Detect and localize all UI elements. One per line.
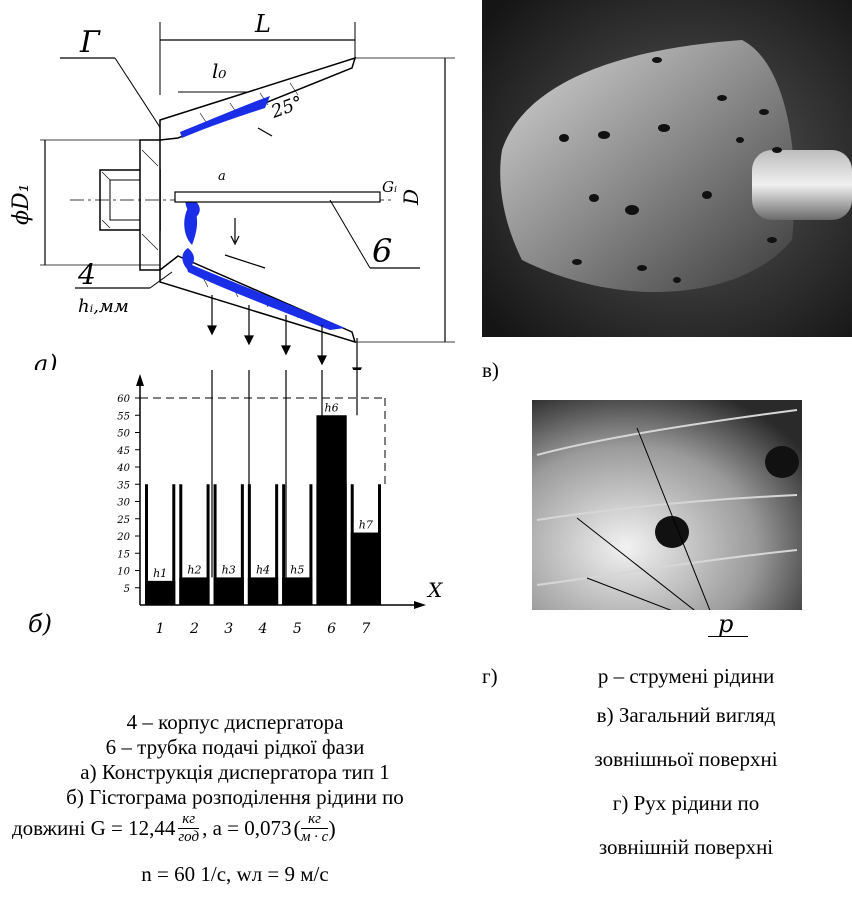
bar-label: h5 — [290, 563, 304, 576]
bar — [316, 415, 347, 605]
bar-wall-right — [275, 484, 279, 605]
caption-line-5a: довжині G = 12,44 — [12, 816, 176, 840]
bar-wall-right — [206, 484, 210, 605]
fraction-kg-per-hour: кг год — [178, 811, 200, 845]
label-hi: hᵢ,мм — [78, 296, 129, 317]
x-tick-label: 5 — [293, 621, 302, 637]
caption-right-2: зовнішньої поверхні — [594, 747, 778, 771]
y-tick-label: 25 — [116, 515, 130, 526]
label-D1: ϕD₁ — [9, 184, 34, 225]
bar-wall-right — [240, 484, 244, 605]
bar-wall-left — [179, 484, 183, 605]
bar-label: h6 — [325, 401, 339, 414]
fraction-kg-per-ms: кг м · с — [300, 811, 329, 845]
bar-label: h7 — [359, 519, 373, 532]
y-tick-label: 55 — [117, 411, 130, 422]
caption-line-5b: , a = 0,073 — [202, 816, 292, 840]
y-tick-label: 35 — [117, 480, 130, 491]
bar-wall-left — [145, 484, 148, 605]
x-tick-label: 2 — [189, 621, 199, 637]
bar-label: h4 — [256, 563, 270, 576]
y-tick-label: 15 — [117, 549, 130, 560]
y-axis-arrow — [136, 374, 144, 386]
y-tick-label: 45 — [116, 446, 130, 457]
x-tick-label: 7 — [361, 621, 370, 637]
y-tick-label: 5 — [124, 584, 130, 595]
bar — [213, 577, 244, 605]
bar — [145, 580, 176, 605]
x-axis-label: X — [426, 578, 443, 602]
label-4: 4 — [77, 258, 96, 291]
disperser-drawing: L Г l₀ Gᵢ a — [9, 10, 455, 370]
label-p-underline — [708, 636, 748, 637]
x-tick-label: 1 — [156, 621, 165, 637]
label-alpha: a — [218, 169, 226, 184]
bar-label: h3 — [222, 563, 236, 576]
bar — [179, 577, 210, 605]
bar-label: h2 — [187, 563, 201, 576]
bar-wall-left — [282, 484, 286, 605]
liquid-film-lower — [185, 262, 345, 330]
x-tick-label: 3 — [224, 621, 233, 637]
y-tick-label: 10 — [117, 567, 130, 578]
x-tick-label: 6 — [327, 621, 336, 637]
caption-right-4: зовнішній поверхні — [598, 835, 774, 859]
caption-line-6: n = 60 1/с, wл = 9 м/с — [141, 862, 329, 886]
bar — [282, 577, 313, 605]
bar-wall-right — [309, 484, 313, 605]
bar-label: h1 — [153, 567, 167, 580]
caption-g-label: г) — [482, 664, 498, 688]
caption-right-1: в) Загальний вигляд — [596, 703, 776, 727]
x-axis-arrow — [414, 601, 426, 609]
label-Gi: Gᵢ — [382, 178, 397, 196]
photo-disperser-view — [482, 0, 852, 337]
panel-b-label: б) — [28, 610, 52, 638]
bar — [247, 577, 279, 605]
label-G-letter: Г — [79, 25, 101, 60]
caption-line-4: б) Гістограма розподілення рідини по — [66, 785, 404, 809]
panel-a-label: а) — [34, 350, 58, 370]
y-tick-label: 40 — [116, 463, 130, 474]
y-tick-label: 50 — [117, 429, 130, 440]
label-l0: l₀ — [212, 59, 226, 83]
caption-right-3: г) Рух рідини по — [612, 791, 760, 815]
photo-liquid-streams — [532, 400, 802, 610]
caption-line-2: 6 – трубка подачі рідкої фази — [105, 735, 365, 759]
label-6: 6 — [372, 232, 392, 270]
caption-p-legend: р – струмені рідини — [597, 664, 775, 688]
x-tick-label: 4 — [258, 621, 268, 637]
panel-v-label: в) — [482, 358, 499, 382]
y-tick-label: 20 — [116, 532, 130, 543]
bar-wall-right — [172, 484, 176, 605]
caption-line-3: а) Конструкція диспергатора тип 1 — [80, 760, 390, 784]
bar-wall-left — [213, 484, 217, 605]
label-p: р — [718, 610, 734, 638]
histogram-chart: X 5 10 15 20 25 30 35 40 45 50 55 60 h1 1 h2 2 h3 3 h4 4 h5 5 h… — [28, 370, 443, 638]
y-tick-label: 60 — [117, 394, 130, 405]
label-L: L — [254, 10, 271, 38]
y-tick-label: 30 — [117, 498, 130, 509]
caption-formula-line: довжині G = 12,44 кг год , a = 0,073 ( к… — [12, 811, 336, 845]
bar — [350, 532, 381, 605]
liquid-film-upper — [180, 96, 270, 138]
label-D: D — [399, 189, 423, 206]
caption-line-1: 4 – корпус диспергатора — [126, 710, 344, 734]
